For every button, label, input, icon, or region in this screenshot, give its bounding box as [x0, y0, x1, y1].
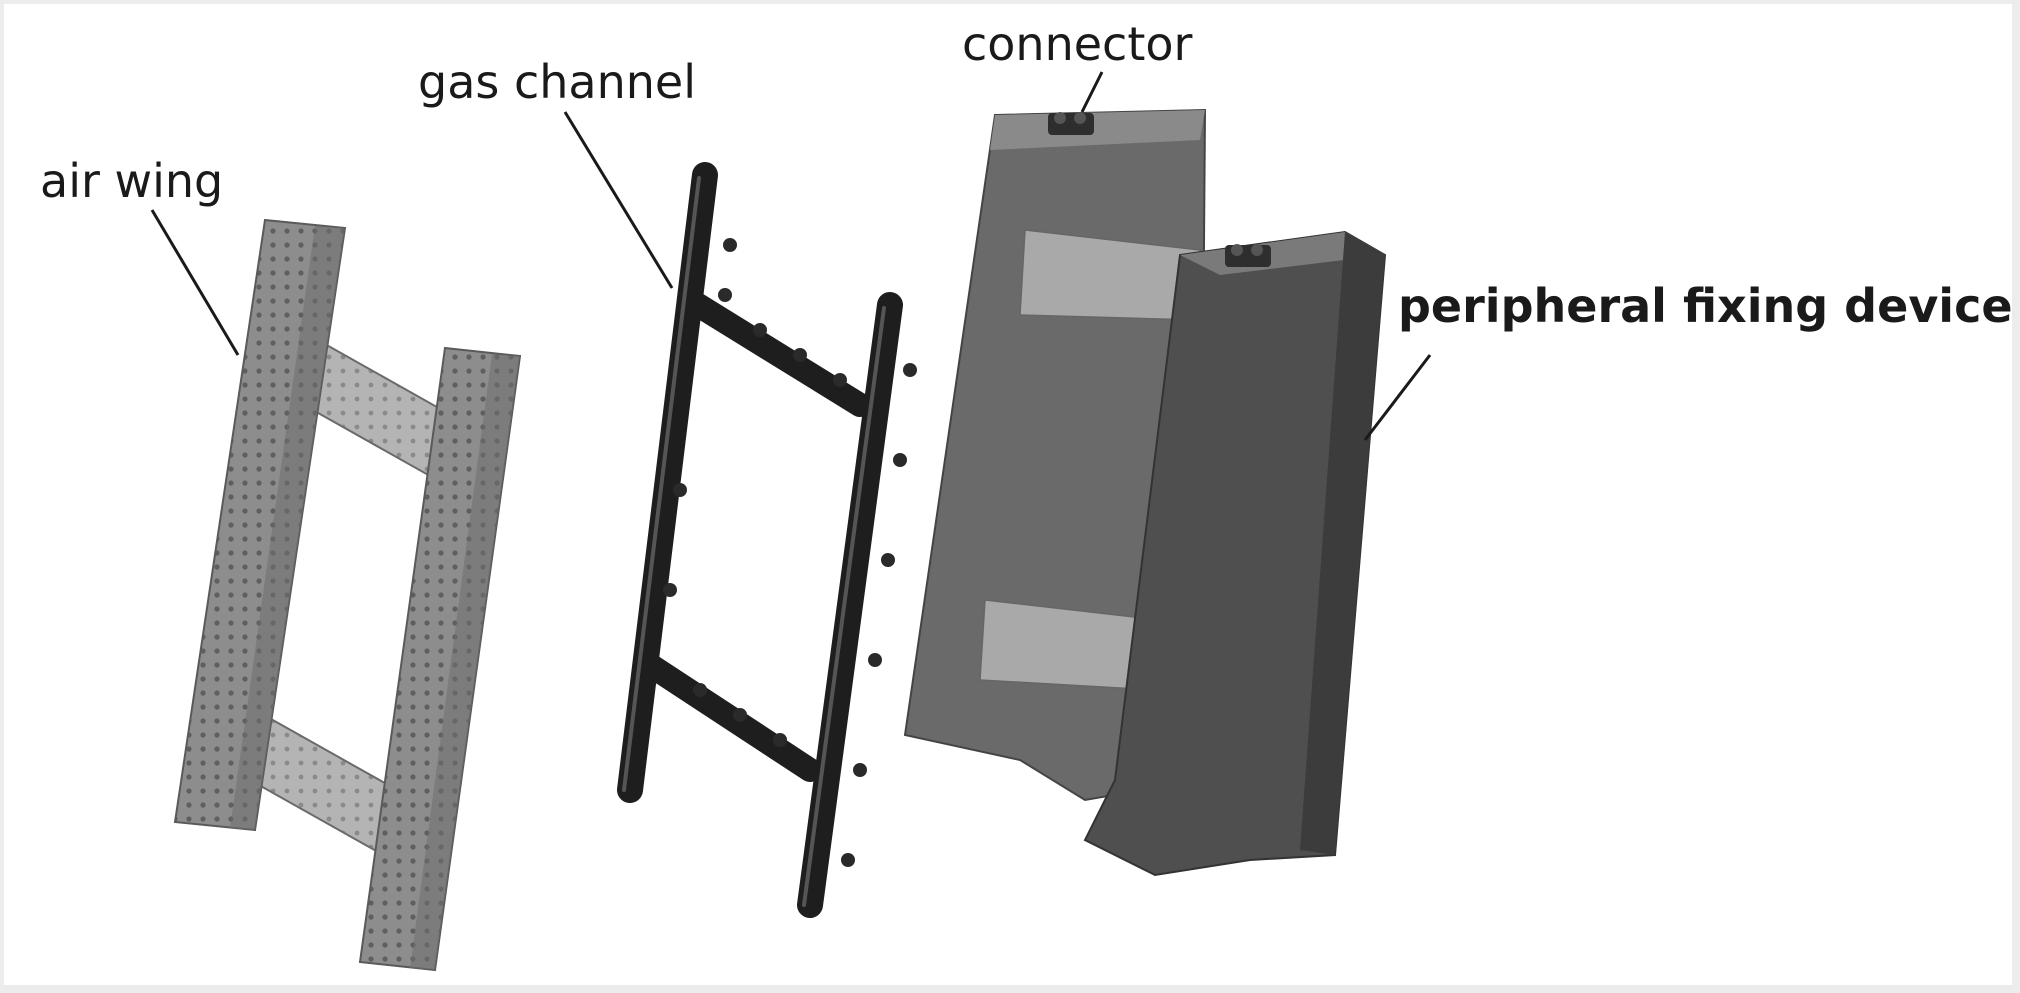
air-wing-label: air wing — [40, 154, 223, 208]
gas-channel-lower-crosspipe — [638, 653, 822, 782]
gas-channel-upper-crosspipe — [678, 288, 872, 417]
connector-leader-line — [1080, 71, 1104, 113]
connector-label: connector — [962, 17, 1193, 71]
connector-part — [1048, 112, 1271, 267]
gas-channel-nozzles — [663, 238, 917, 867]
air-wing-part — [173, 218, 522, 972]
gas-channel-right-pipe — [797, 292, 903, 918]
gas-channel-left-pipe — [617, 162, 718, 803]
peripheral-fixing-device-label: peripheral fixing device — [1398, 279, 2013, 333]
leader-lines — [150, 71, 1432, 441]
peripheral-fixing-device-part — [903, 108, 1387, 877]
air-wing-leader-line — [150, 209, 240, 356]
gas-channel-part — [617, 162, 917, 918]
gas-channel-leader-line — [563, 111, 674, 289]
peripheral-fixing-device-leader-line — [1363, 354, 1432, 441]
gas-channel-label: gas channel — [418, 55, 696, 109]
